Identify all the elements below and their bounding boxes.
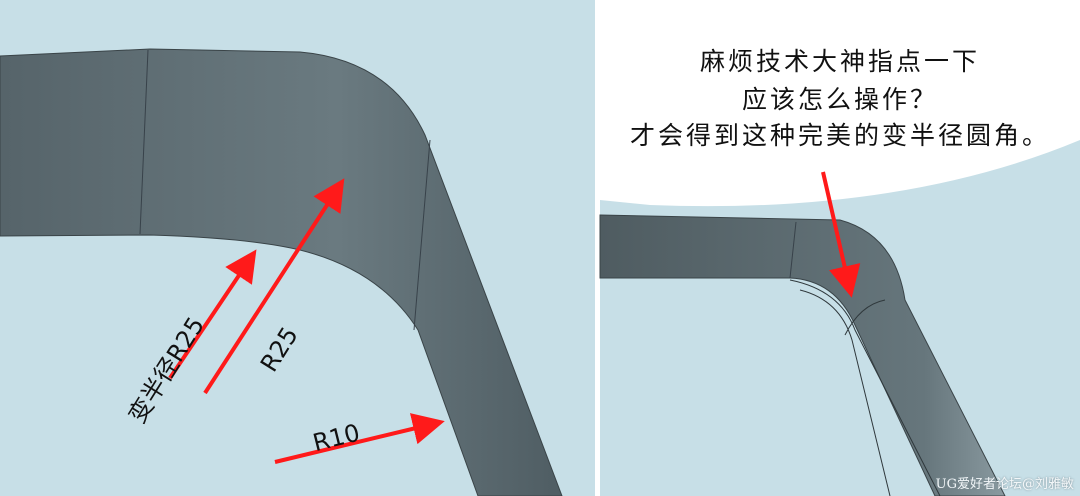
arrow-r25	[203, 178, 345, 395]
arrow-variable-radius	[168, 249, 257, 380]
arrow-right	[821, 171, 861, 298]
arrow-r10	[274, 413, 445, 464]
right-edge-line	[789, 221, 797, 279]
right-fillet-lines	[789, 279, 941, 496]
watermark: UG爱好者论坛@刘雅敏	[935, 477, 1074, 492]
question-line-2: 应该怎么操作？	[741, 85, 938, 114]
question-line-3: 才会得到这种完美的变半径圆角。	[629, 121, 1050, 150]
left-solid-body	[0, 48, 563, 496]
question-line-1: 麻烦技术大神指点一下	[699, 47, 980, 76]
speech-bubble	[600, 0, 1080, 207]
left-edge-lines	[139, 49, 431, 331]
annotation-arrows	[168, 171, 861, 464]
